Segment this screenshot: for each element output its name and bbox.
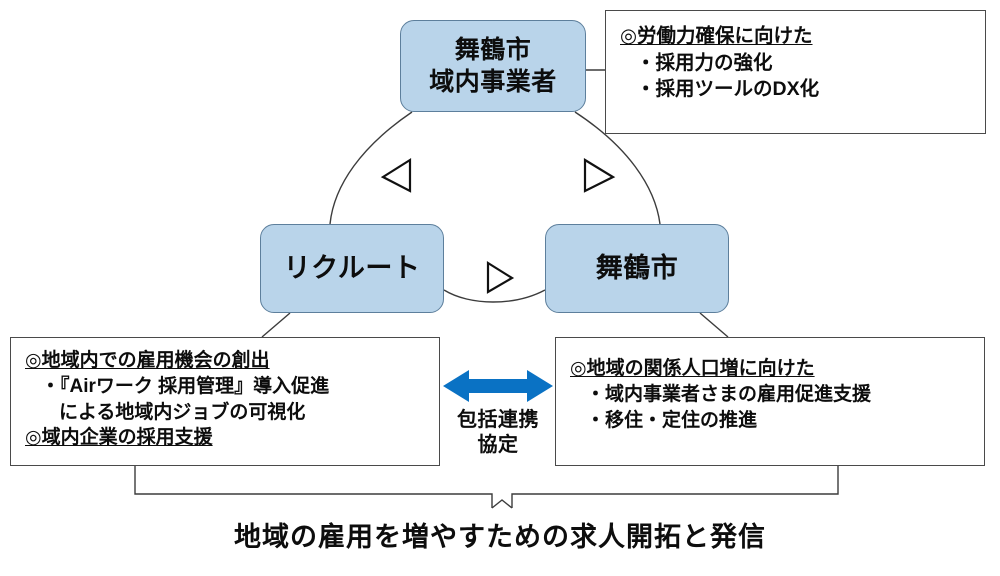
comprehensive-partnership-marker: 包括連携 協定 — [443, 366, 553, 458]
leader-left-node-to-callout — [261, 312, 291, 338]
callout-bottom-left: ◎地域内での雇用機会の創出 ・『Airワーク 採用管理』導入促進 による地域内ジ… — [10, 337, 440, 466]
callout-bottom-left-body: ◎地域内での雇用機会の創出 ・『Airワーク 採用管理』導入促進 による地域内ジ… — [11, 338, 439, 457]
callout-bottom-right: ◎地域の関係人口増に向けた ・域内事業者さまの雇用促進支援 ・移住・定住の推進 — [555, 337, 985, 466]
node-label-line-1: 舞鶴市 — [595, 253, 679, 284]
node-label-line-2: 域内事業者 — [429, 68, 557, 96]
callout-bottom-right-body: ◎地域の関係人口増に向けた ・域内事業者さまの雇用促進支援 ・移住・定住の推進 — [556, 338, 984, 439]
node-maizuru-businesses[interactable]: 舞鶴市 域内事業者 — [400, 20, 586, 112]
node-label-line-1: リクルート — [283, 253, 421, 284]
callout-left-bullet-1-continued: による地域内ジョブの可視化 — [59, 401, 306, 423]
callout-left-bullet-1: ・『Airワーク 採用管理』導入促進 — [41, 375, 330, 397]
node-recruit[interactable]: リクルート — [260, 224, 444, 313]
arrowhead-right-to-left — [486, 261, 515, 294]
node-maizuru-city[interactable]: 舞鶴市 — [545, 224, 729, 313]
arrowhead-top-to-right — [583, 158, 616, 193]
callout-left-heading-2: ◎域内企業の採用支援 — [25, 427, 213, 449]
arc-left-to-top — [329, 111, 413, 225]
callout-right-bullet-2: ・移住・定住の推進 — [586, 409, 758, 431]
arrowhead-left-to-top — [380, 158, 412, 193]
callout-right-heading: ◎地域の関係人口増に向けた — [570, 358, 815, 379]
callout-top-right-body: ◎労働力確保に向けた ・採用力の強化 ・採用ツールのDX化 — [606, 11, 985, 109]
brace-right-leg — [511, 466, 839, 508]
callout-top-bullet-2: ・採用ツールのDX化 — [636, 78, 820, 101]
callout-left-heading-1: ◎地域内での雇用機会の創出 — [25, 350, 270, 371]
pact-label: 包括連携 協定 — [443, 408, 553, 458]
callout-top-right: ◎労働力確保に向けた ・採用力の強化 ・採用ツールのDX化 — [605, 10, 986, 134]
double-headed-arrow-icon — [443, 370, 553, 402]
leader-right-node-to-callout — [699, 312, 729, 338]
callout-top-bullet-1: ・採用力の強化 — [636, 51, 773, 74]
pact-label-line-1: 包括連携 — [457, 409, 539, 431]
bottom-caption: 地域の雇用を増やすための求人開拓と発信 — [234, 522, 766, 552]
arc-right-to-left — [443, 289, 546, 303]
pact-label-line-2: 協定 — [477, 434, 519, 456]
callout-top-heading: ◎労働力確保に向けた — [620, 25, 813, 47]
brace-center-tip — [491, 499, 513, 509]
callout-right-bullet-1: ・域内事業者さまの雇用促進支援 — [586, 383, 872, 405]
brace-left-leg — [134, 466, 493, 508]
node-label-line-1: 舞鶴市 — [454, 36, 532, 64]
